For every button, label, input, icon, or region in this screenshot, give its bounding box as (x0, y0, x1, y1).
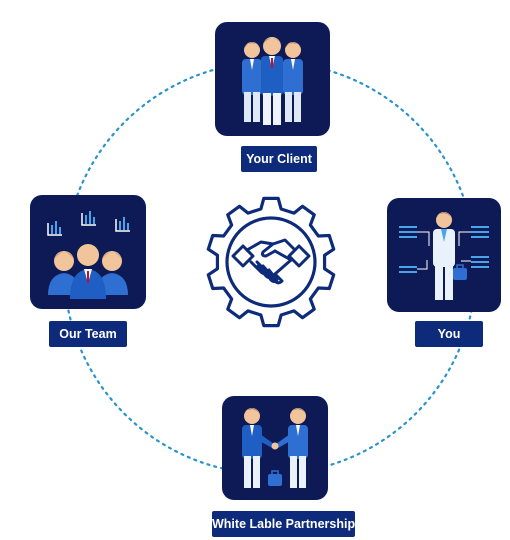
team-analytics-icon (47, 211, 130, 299)
client-card (215, 22, 330, 136)
partnership-card (222, 396, 328, 500)
team-label: Our Team (49, 321, 127, 347)
handshake-people-icon (242, 408, 308, 488)
handshake-gear-icon (203, 194, 339, 330)
you-card (387, 198, 501, 312)
partnership-label: White Lable Partnership (212, 511, 355, 537)
business-group-icon (242, 37, 303, 125)
you-label: You (415, 321, 483, 347)
businessman-icon (399, 212, 489, 300)
team-card (30, 195, 146, 309)
client-label: Your Client (241, 146, 317, 172)
